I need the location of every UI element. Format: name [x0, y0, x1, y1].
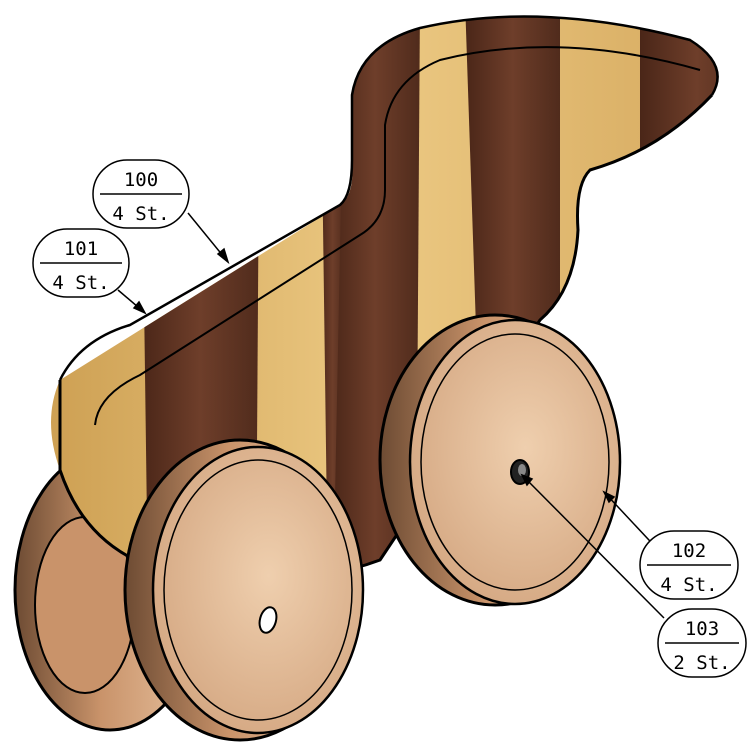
- callout-101-number: 101: [64, 238, 98, 260]
- callout-100-number: 100: [124, 169, 158, 191]
- front-right-wheel: [378, 313, 622, 607]
- callout-100: 100 4 St.: [92, 159, 190, 229]
- callout-103: 103 2 St.: [657, 608, 747, 678]
- callout-102-quantity: 4 St.: [660, 574, 717, 596]
- callout-103-number: 103: [685, 618, 719, 640]
- front-left-wheel: [123, 438, 365, 742]
- callout-102: 102 4 St.: [639, 530, 739, 600]
- callout-103-quantity: 2 St.: [673, 652, 730, 674]
- callout-101-quantity: 4 St.: [52, 272, 109, 294]
- callout-101: 101 4 St.: [32, 228, 130, 298]
- axle-hole: [258, 606, 278, 634]
- callout-102-number: 102: [672, 540, 706, 562]
- callout-100-quantity: 4 St.: [112, 203, 169, 225]
